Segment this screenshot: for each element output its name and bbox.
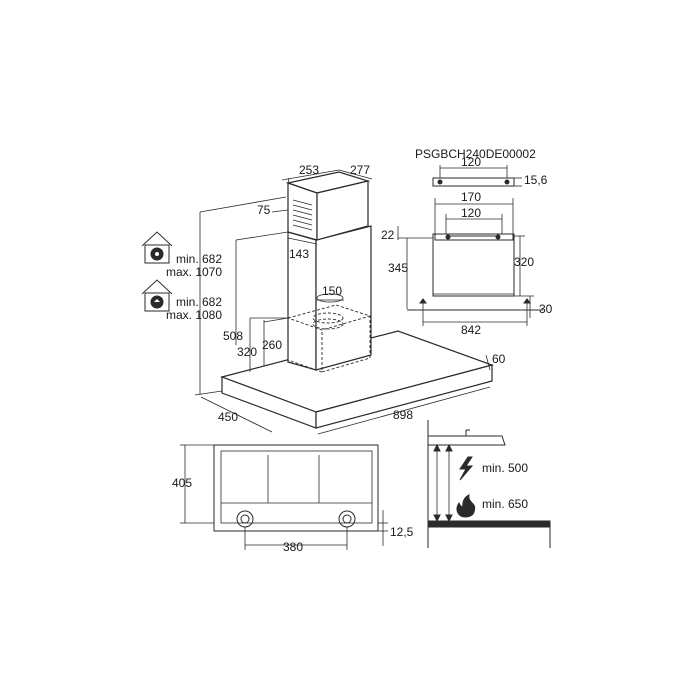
dim-chimney-lower-height: 508: [223, 329, 243, 343]
dim-chimney-depth: 253: [299, 163, 319, 177]
dim-inner-width: 170: [461, 190, 481, 204]
min-electric-label: min. 500: [482, 461, 528, 475]
dim-fixing-width: 842: [461, 323, 481, 337]
front-view: 405 380 12,5: [172, 444, 414, 554]
top-bracket: [432, 177, 515, 187]
dim-duct-diameter: 150: [322, 284, 342, 298]
chimney-lower-side: [315, 225, 372, 371]
canopy-side: [315, 364, 493, 429]
clearance-view: min. 500 min. 650: [427, 420, 551, 548]
dim-front-depth: 405: [172, 476, 192, 490]
model-code: PSGBCH240DE00002: [415, 147, 536, 161]
extract-min-label: min. 682: [176, 295, 222, 309]
dim-lower-height-a: 320: [237, 345, 257, 359]
extraction-group: min. 682 max. 1080: [141, 279, 222, 322]
recirc-max-label: max. 1070: [166, 265, 222, 279]
hood-main-view: 253 277 75 143 150 508 320 260 450 898: [194, 163, 506, 435]
dim-hood-width: 898: [393, 408, 413, 422]
bracket-detail-view: PSGBCH240DE00002 120 15,6 170 120 22: [381, 147, 553, 337]
vent-slots: [292, 199, 313, 231]
min-gas-label: min. 650: [482, 497, 528, 511]
duct-outlet: [316, 293, 344, 303]
dim-hood-edge-height: 60: [492, 352, 506, 366]
recirc-min-label: min. 682: [176, 252, 222, 266]
motor-box-dashed: [286, 304, 372, 373]
dim-bracket-gap: 22: [381, 228, 395, 242]
dim-knob-spacing: 380: [283, 540, 303, 554]
hood-front-outline: [213, 444, 379, 532]
gas-flame-icon: [456, 494, 476, 518]
house-fan-extraction-icon: [141, 279, 173, 312]
knob-left: [236, 510, 254, 528]
dim-bracket-offset: 15,6: [524, 173, 548, 187]
dim-outlet-offset: 75: [257, 203, 271, 217]
dim-inner-spacing: 120: [461, 206, 481, 220]
dim-bracket-spacing: 120: [461, 155, 481, 169]
knob-right: [338, 510, 356, 528]
extract-max-label: max. 1080: [166, 308, 222, 322]
lightning-bolt-icon: [459, 456, 474, 481]
chimney-upper-side: [316, 180, 369, 241]
recirculation-group: min. 682 max. 1070: [141, 231, 222, 279]
dim-chimney-width: 277: [350, 163, 370, 177]
dim-hood-depth: 450: [218, 410, 238, 424]
dim-front-edge: 12,5: [390, 525, 414, 539]
house-fan-recirculation-icon: [141, 231, 173, 264]
dim-bracket-height: 320: [514, 255, 534, 269]
dim-outlet-side: 143: [289, 247, 309, 261]
chimney-upper-front: [287, 182, 318, 241]
dim-lower-height-b: 260: [262, 338, 282, 352]
dim-bottom-offset: 30: [539, 302, 553, 316]
dim-mount-height: 345: [388, 261, 408, 275]
